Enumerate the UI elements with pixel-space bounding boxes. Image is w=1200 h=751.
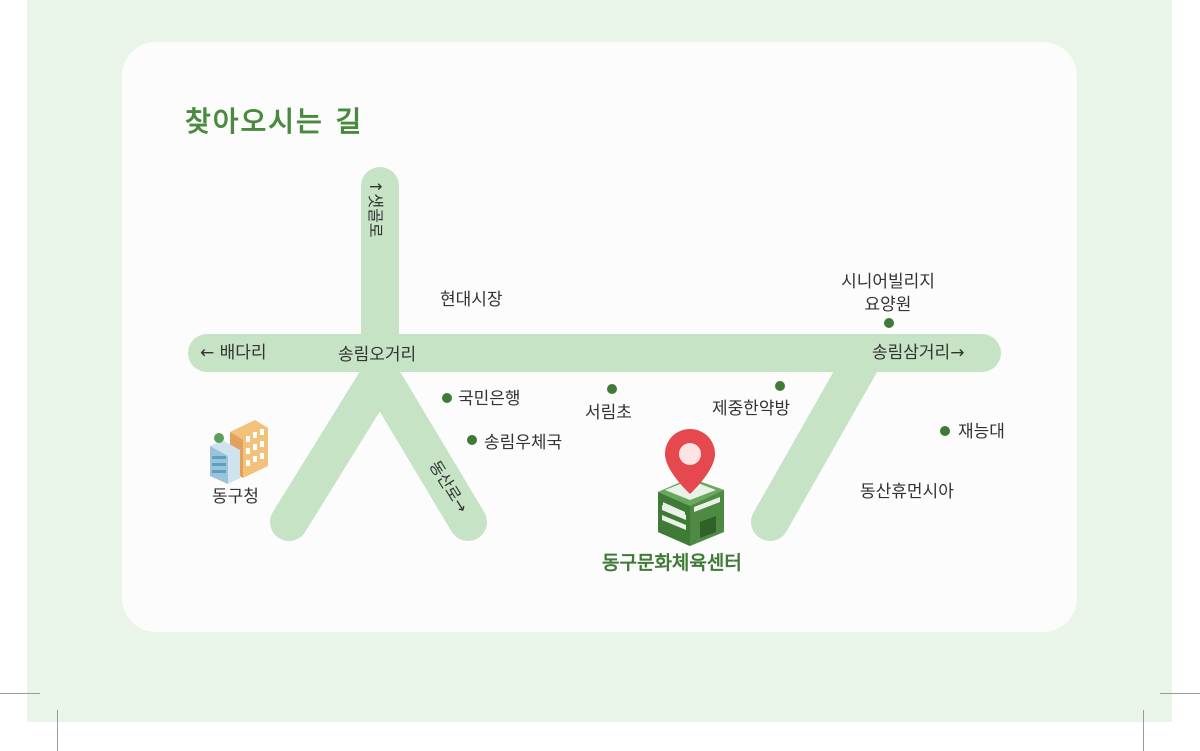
place-label-jejung-clinic: 제중한약방 [712, 399, 791, 419]
place-label-senior-village-line1: 시니어빌리지 [841, 272, 935, 292]
place-label-songrim-ogeori: 송림오거리 [338, 345, 417, 365]
road-donggu-branch [270, 356, 399, 541]
trim-mark [57, 710, 58, 751]
road-east-branch [751, 341, 881, 541]
trim-mark [1143, 710, 1144, 751]
place-label-seorim-school: 서림초 [585, 403, 632, 423]
road-label-baedari: ← 배다리 [200, 343, 267, 363]
trim-mark [1160, 693, 1200, 694]
road-label-saetgol: ↑샛골로 [366, 180, 385, 238]
place-label-songrim-post: 송림우체국 [484, 433, 563, 453]
place-dot [775, 381, 785, 391]
place-dot [940, 426, 950, 436]
place-dot [607, 384, 617, 394]
place-label-songrim-samgeori: 송림삼거리→ [872, 343, 965, 363]
location-pin-icon [665, 429, 715, 494]
place-label-dongsan-humansia: 동산휴먼시아 [860, 482, 954, 502]
road-dongsan [361, 356, 487, 541]
trim-mark [0, 693, 40, 694]
place-dot [884, 318, 894, 328]
city-hall-icon [210, 420, 268, 484]
place-label-senior-village-line2: 요양원 [864, 295, 912, 315]
place-label-jaeneungdae: 재능대 [958, 422, 1005, 442]
place-label-hyundai-market: 현대시장 [440, 290, 503, 310]
place-label-donggu-office: 동구청 [212, 487, 259, 507]
place-label-kookmin-bank: 국민은행 [458, 389, 521, 409]
place-dot [467, 435, 477, 445]
destination-label: 동구문화체육센터 [602, 552, 742, 574]
place-dot [442, 393, 452, 403]
map-title: 찾아오시는 길 [185, 105, 364, 138]
